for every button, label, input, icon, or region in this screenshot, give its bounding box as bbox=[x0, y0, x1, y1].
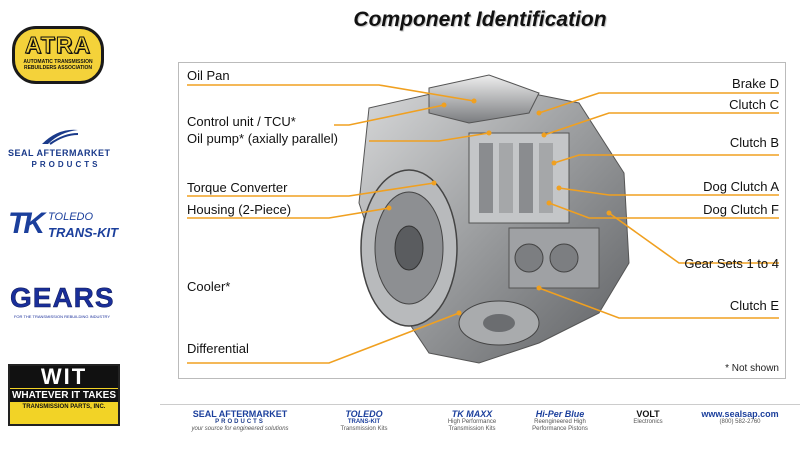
oil-pan-shape bbox=[428, 74, 540, 124]
footer-hiperblue-logo: Hi-Per Blue Reengineered High Performanc… bbox=[520, 409, 600, 433]
label-housing: Housing (2-Piece) bbox=[187, 202, 292, 217]
footer-sponsor-bar: SEAL AFTERMARKET PRODUCTS your source fo… bbox=[160, 404, 800, 451]
leader-housing bbox=[187, 207, 390, 219]
leader-clutch-e bbox=[538, 287, 779, 319]
footer-seal-logo: SEAL AFTERMARKET PRODUCTS your source fo… bbox=[180, 409, 300, 433]
transmission-cutaway-illustration bbox=[187, 74, 779, 364]
label-gear-sets: Gear Sets 1 to 4 bbox=[684, 256, 779, 271]
label-dog-clutch-a: Dog Clutch A bbox=[703, 179, 779, 194]
footer-website-link[interactable]: www.sealsap.com bbox=[701, 409, 779, 419]
leader-oil-pump bbox=[369, 132, 490, 142]
label-oil-pump: Oil pump* (axially parallel) bbox=[187, 131, 338, 146]
footer-seal-line2: PRODUCTS bbox=[215, 419, 265, 425]
toledo-word: TOLEDO bbox=[48, 211, 94, 223]
wit-word: WIT bbox=[10, 366, 118, 388]
footer-seal-tagline: your source for engineered solutions bbox=[191, 426, 289, 432]
leader-clutch-c bbox=[543, 112, 779, 136]
wit-tagline: WHATEVER IT TAKES bbox=[10, 388, 118, 402]
label-clutch-c: Clutch C bbox=[729, 97, 779, 112]
label-brake-d: Brake D bbox=[732, 76, 779, 91]
leader-gear-sets bbox=[608, 212, 779, 264]
atra-logo-word: ATRA bbox=[24, 32, 92, 59]
footer-volt-title: VOLT bbox=[636, 409, 660, 419]
footer-maxx-logo: TK MAXX High Performance Transmission Ki… bbox=[436, 409, 508, 433]
leader-brake-d bbox=[538, 92, 779, 114]
seal-aftermarket-logo: SEAL AFTERMARKET PRODUCTS bbox=[4, 124, 124, 174]
label-clutch-e: Clutch E bbox=[729, 298, 779, 313]
leader-control-unit bbox=[334, 104, 445, 126]
diagram-frame: Oil Pan Control unit / TCU* Oil pump* (a… bbox=[178, 62, 786, 379]
footer-hiperblue-sub1: Reengineered High bbox=[534, 419, 586, 425]
wit-sub: TRANSMISSION PARTS, INC. bbox=[22, 404, 106, 410]
leader-dog-clutch-f bbox=[548, 202, 779, 219]
footer-maxx-title: TK MAXX bbox=[451, 409, 493, 419]
footer-contact: www.sealsap.com (800) 582-2760 bbox=[688, 409, 792, 426]
footer-seal-line1: SEAL AFTERMARKET bbox=[192, 409, 288, 419]
page-title: Component Identification bbox=[353, 8, 607, 31]
leader-torque-converter bbox=[187, 182, 435, 197]
wit-logo: WIT WHATEVER IT TAKES TRANSMISSION PARTS… bbox=[8, 364, 120, 426]
footer-volt-logo: VOLT Electronics bbox=[618, 409, 678, 426]
label-differential: Differential bbox=[187, 341, 249, 356]
swoosh-icon bbox=[42, 129, 79, 145]
footer-hiperblue-sub2: Performance Pistons bbox=[532, 426, 588, 432]
atra-logo-sub1: AUTOMATIC TRANSMISSION bbox=[23, 59, 93, 65]
footer-volt-sub: Electronics bbox=[633, 419, 663, 425]
not-shown-note: * Not shown bbox=[725, 363, 779, 374]
footer-toledo-line1: TOLEDO bbox=[345, 409, 383, 419]
label-oil-pan: Oil Pan bbox=[187, 68, 230, 83]
label-dog-clutch-f: Dog Clutch F bbox=[703, 202, 779, 217]
toledo-trans-kit-logo: TK TOLEDO TRANS-KIT bbox=[8, 205, 120, 249]
footer-maxx-sub1: High Performance bbox=[447, 419, 497, 425]
gears-word: GEARS bbox=[10, 282, 115, 314]
leader-differential bbox=[187, 312, 460, 364]
footer-toledo-line2: TRANS-KIT bbox=[347, 419, 381, 425]
leader-oil-pan bbox=[187, 84, 475, 102]
atra-logo-sub2: REBUILDERS ASSOCIATION bbox=[23, 65, 93, 71]
footer-toledo-sub: Transmission Kits bbox=[340, 426, 388, 432]
footer-toledo-logo: TOLEDO TRANS-KIT Transmission Kits bbox=[328, 409, 400, 433]
label-cooler: Cooler* bbox=[187, 279, 231, 294]
footer-phone: (800) 582-2760 bbox=[719, 419, 761, 425]
leader-dog-clutch-a bbox=[558, 187, 779, 196]
footer-maxx-sub2: Transmission Kits bbox=[448, 426, 496, 432]
seal-aftermarket-name: SEAL AFTERMARKET bbox=[8, 148, 111, 158]
leader-clutch-b bbox=[553, 154, 779, 164]
gears-sub: FOR THE TRANSMISSION REBUILDING INDUSTRY bbox=[13, 314, 110, 319]
trans-kit-word: TRANS-KIT bbox=[48, 225, 119, 240]
seal-aftermarket-products: PRODUCTS bbox=[31, 160, 101, 169]
label-torque-converter: Torque Converter bbox=[187, 180, 288, 195]
atra-logo: ATRA AUTOMATIC TRANSMISSION REBUILDERS A… bbox=[12, 26, 104, 84]
gears-logo: GEARS FOR THE TRANSMISSION REBUILDING IN… bbox=[10, 282, 114, 322]
label-clutch-b: Clutch B bbox=[729, 135, 779, 150]
label-control-unit: Control unit / TCU* bbox=[187, 114, 296, 129]
tk-mark: TK bbox=[8, 207, 45, 240]
footer-hiperblue-title: Hi-Per Blue bbox=[535, 409, 585, 419]
